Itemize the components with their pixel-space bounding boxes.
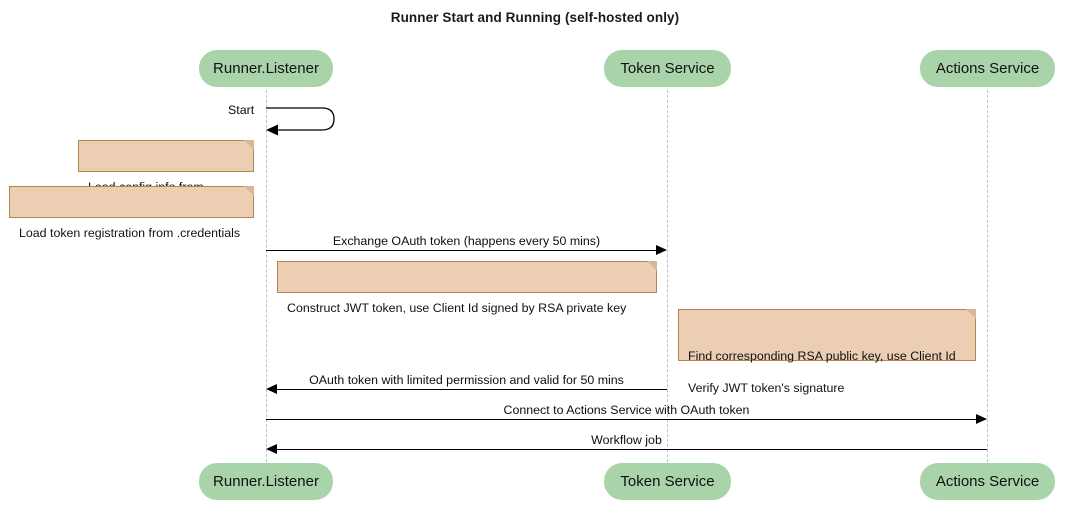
- note-load-config: Load config info from .runner: [78, 140, 254, 210]
- message-line-oauth-token-return: [277, 389, 667, 390]
- lifeline-runner: [266, 90, 267, 462]
- participant-actions-service-bottom[interactable]: Actions Service: [920, 463, 1055, 500]
- participant-token-service-top[interactable]: Token Service: [604, 50, 731, 87]
- lifeline-token-service: [667, 90, 668, 462]
- arrowhead-left-icon: [266, 444, 277, 454]
- note-load-token-registration: Load token registration from .credential…: [9, 186, 254, 240]
- note-fold-corner-icon: [244, 186, 254, 196]
- lifeline-actions-service: [987, 90, 988, 462]
- participant-label: Runner.Listener: [213, 60, 319, 77]
- message-line-exchange-oauth-token: [266, 250, 656, 251]
- note-fold-corner-icon: [647, 261, 657, 271]
- message-label-oauth-token-return: OAuth token with limited permission and …: [309, 373, 624, 387]
- note-text-line-2: Verify JWT token's signature: [688, 381, 845, 395]
- message-line-workflow-job: [277, 449, 987, 450]
- arrowhead-right-icon: [976, 414, 987, 424]
- note-verify-jwt-signature: Find corresponding RSA public key, use C…: [678, 309, 976, 395]
- participant-actions-service-top[interactable]: Actions Service: [920, 50, 1055, 87]
- message-line-connect-actions-service: [266, 419, 976, 420]
- message-label-workflow-job: Workflow job: [591, 433, 662, 447]
- self-message-label-start: Start: [228, 103, 255, 117]
- note-text: Load token registration from .credential…: [19, 226, 241, 240]
- participant-label: Actions Service: [935, 473, 1040, 490]
- arrowhead-right-icon: [656, 245, 667, 255]
- self-message-loop-start: [266, 107, 335, 136]
- participant-label: Token Service: [620, 60, 715, 77]
- note-fold-corner-icon: [966, 309, 976, 319]
- note-text: Construct JWT token, use Client Id signe…: [287, 301, 627, 315]
- participant-label: Actions Service: [935, 60, 1040, 77]
- note-fold-corner-icon: [244, 140, 254, 150]
- participant-label: Token Service: [620, 473, 715, 490]
- note-construct-jwt-token: Construct JWT token, use Client Id signe…: [277, 261, 657, 315]
- message-label-connect-actions-service: Connect to Actions Service with OAuth to…: [503, 403, 750, 417]
- arrowhead-left-icon: [266, 384, 277, 394]
- participant-runner-listener-bottom[interactable]: Runner.Listener: [199, 463, 333, 500]
- participant-label: Runner.Listener: [213, 473, 319, 490]
- diagram-title: Runner Start and Running (self-hosted on…: [390, 10, 680, 25]
- participant-token-service-bottom[interactable]: Token Service: [604, 463, 731, 500]
- participant-runner-listener-top[interactable]: Runner.Listener: [199, 50, 333, 87]
- note-text-line-1: Find corresponding RSA public key, use C…: [688, 349, 956, 363]
- message-label-exchange-oauth-token: Exchange OAuth token (happens every 50 m…: [332, 234, 601, 248]
